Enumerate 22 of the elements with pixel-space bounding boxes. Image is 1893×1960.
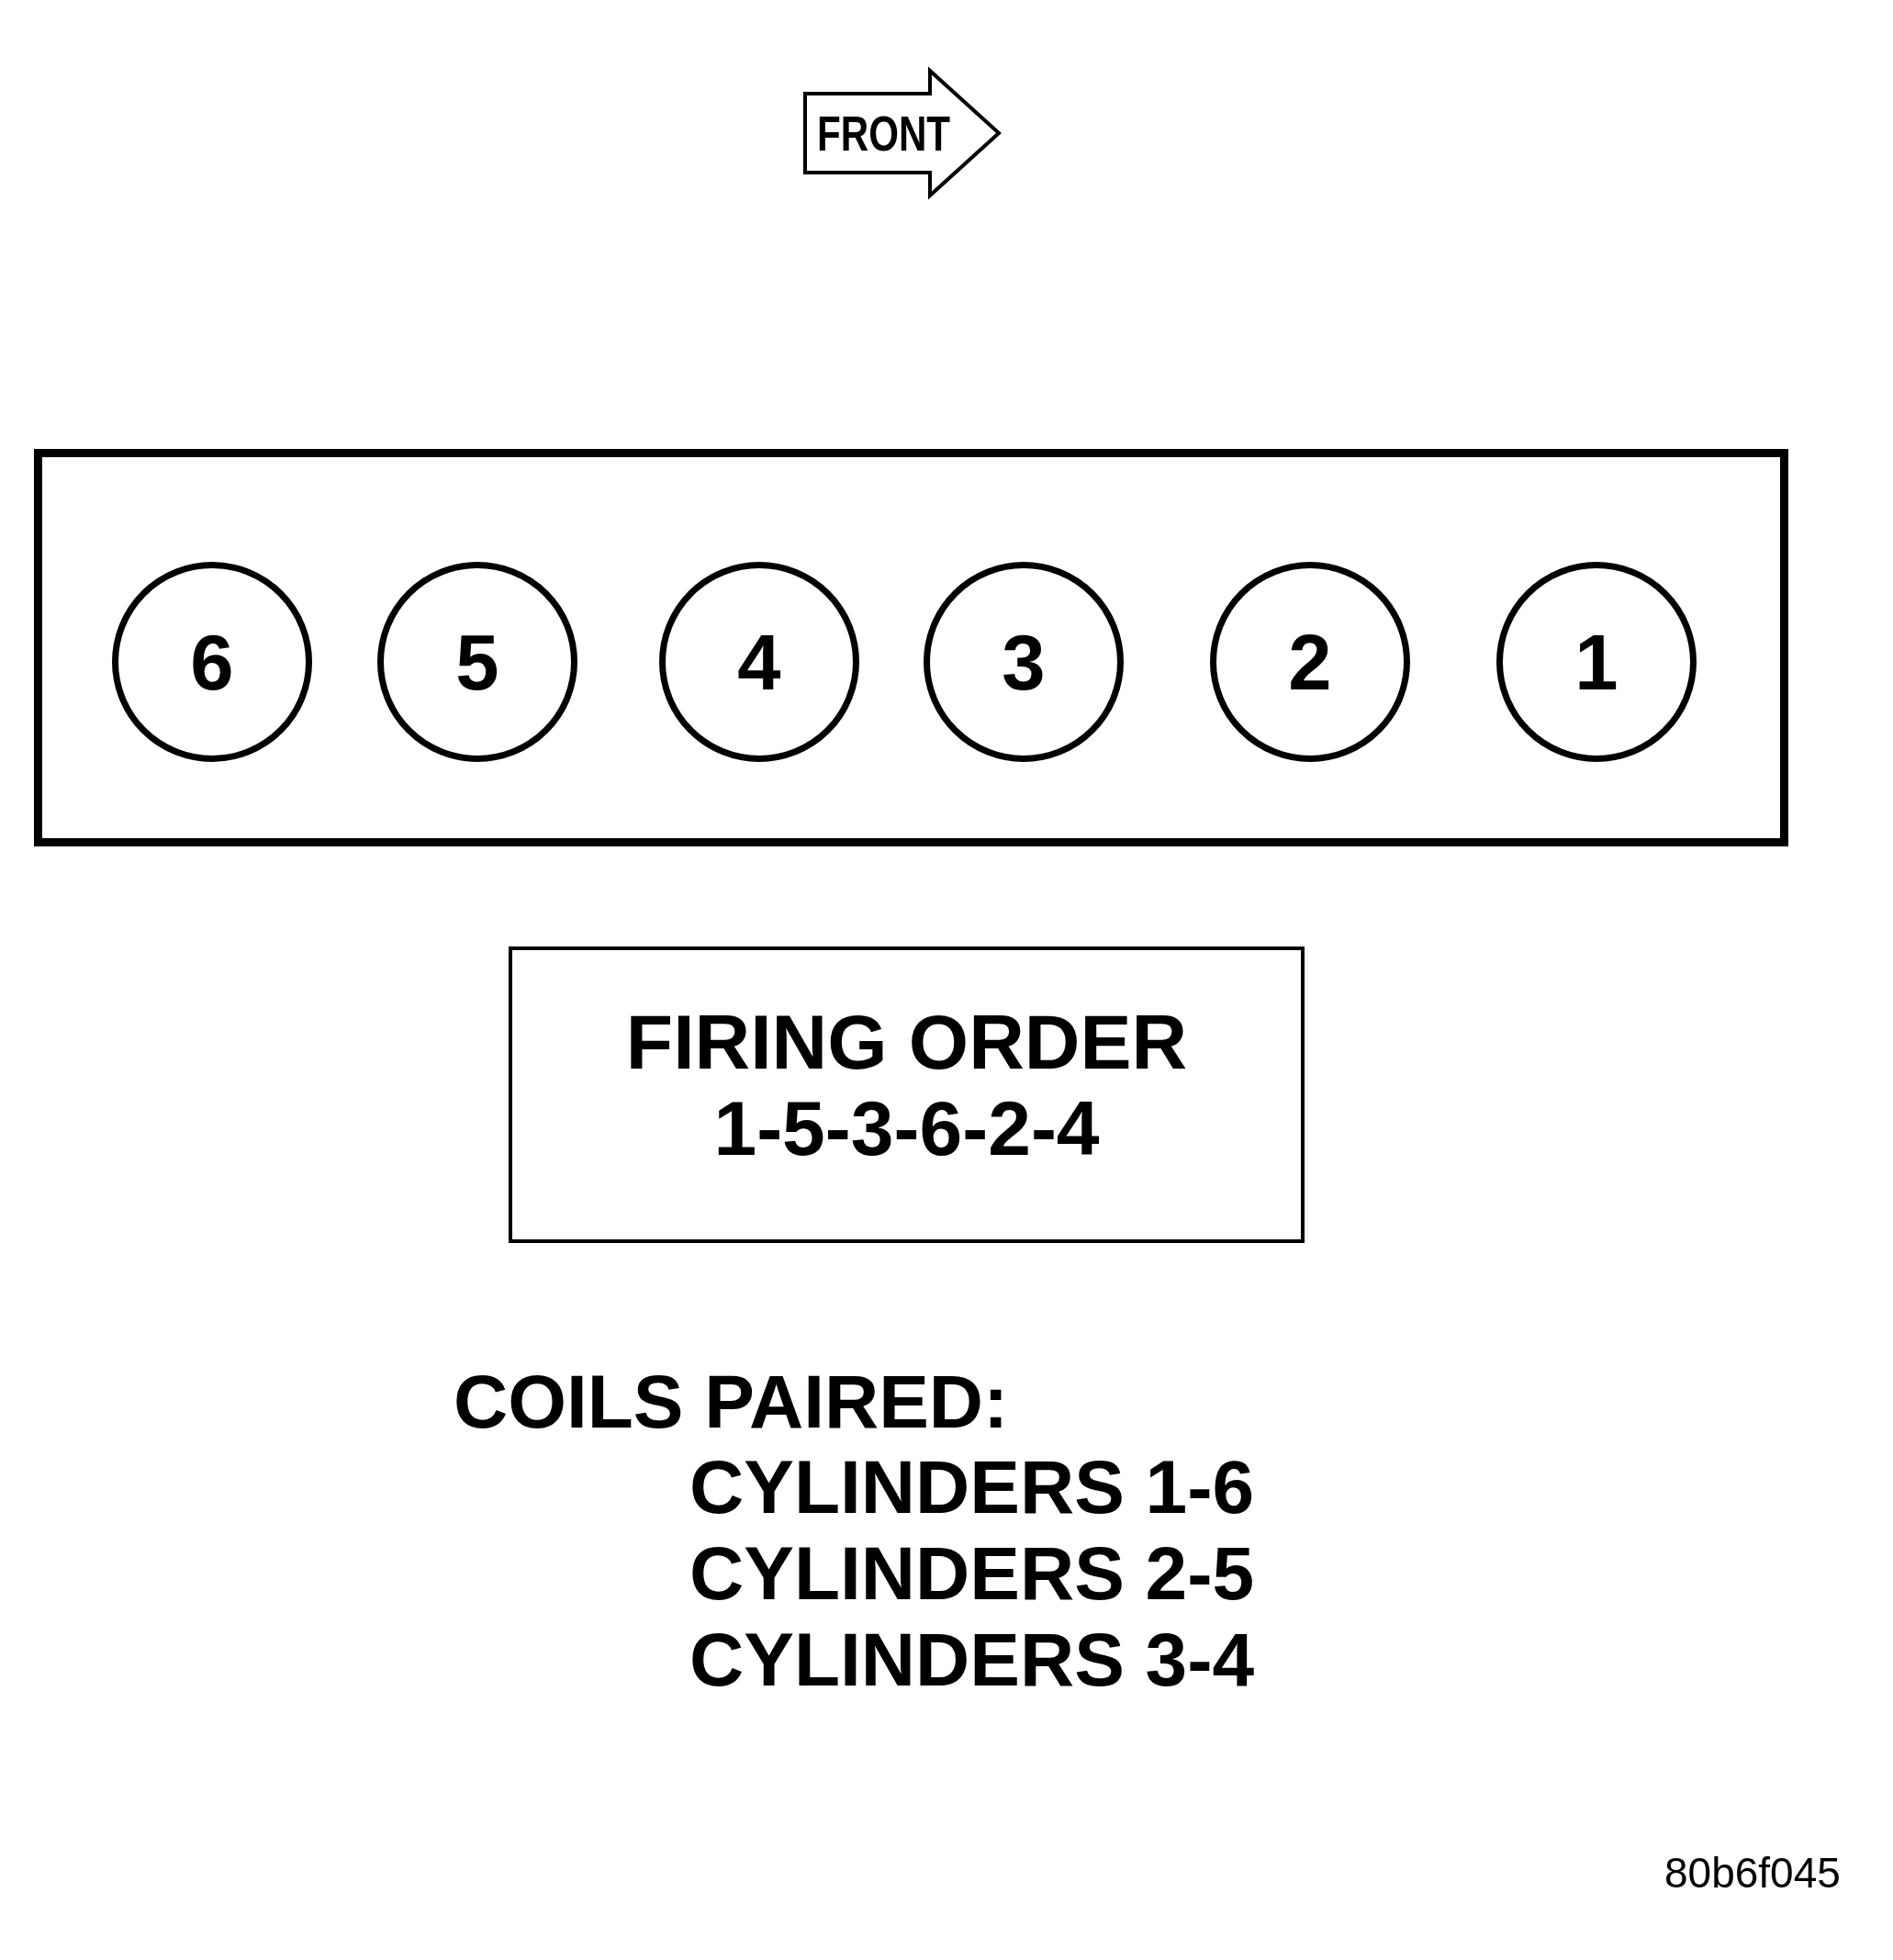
cylinder-circle: [659, 562, 859, 762]
cylinder-circle: [112, 562, 312, 762]
cylinder-number: 5: [455, 622, 499, 701]
cylinder-number: 3: [1002, 622, 1046, 701]
cylinder-circle: [924, 562, 1124, 762]
coils-paired-heading: COILS PAIRED:: [454, 1364, 1009, 1439]
cylinder-pair-text: CYLINDERS 3-4: [689, 1622, 1255, 1697]
cylinder-circle: [1210, 562, 1410, 762]
cylinder-pair-text: CYLINDERS 1-6: [689, 1450, 1255, 1525]
cylinder-circle: [377, 562, 577, 762]
firing-order-heading: FIRING ORDER: [625, 1003, 1188, 1081]
cylinder-pair-text: CYLINDERS 2-5: [689, 1536, 1255, 1611]
cylinder-circle: [1496, 562, 1697, 762]
cylinder-number: 6: [190, 622, 234, 701]
figure-code: 80b6f045: [1664, 1852, 1841, 1894]
cylinder-number: 2: [1288, 622, 1332, 701]
cylinder-number: 4: [737, 622, 781, 701]
firing-order-sequence: 1-5-3-6-2-4: [713, 1090, 1100, 1167]
direction-label: FRONT: [817, 108, 951, 158]
engine-block: [34, 449, 1788, 846]
firing-order-box: [509, 946, 1305, 1243]
cylinder-number: 1: [1574, 622, 1619, 701]
